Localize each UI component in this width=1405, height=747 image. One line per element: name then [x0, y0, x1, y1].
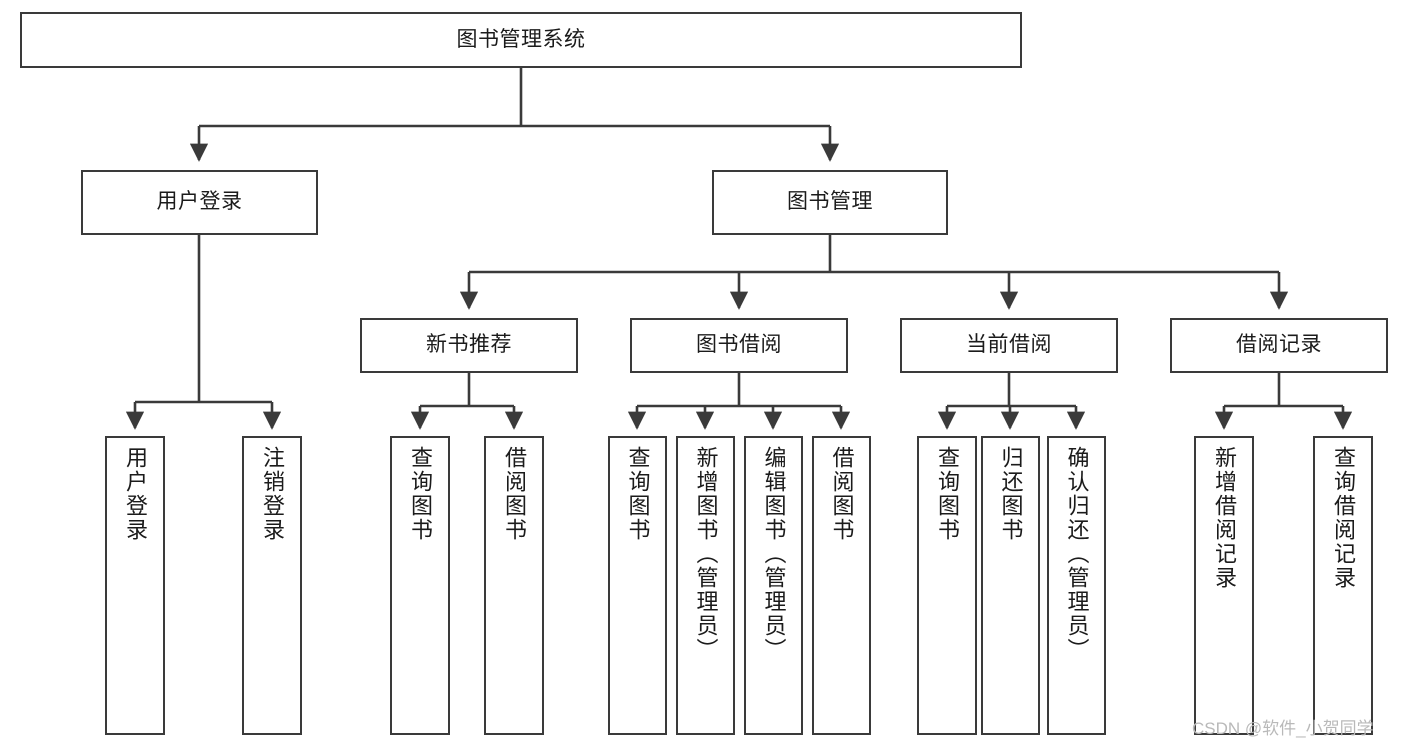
node-leaf-9-label: 归还图书 [998, 446, 1024, 542]
node-leaf-0[interactable]: 用户登录 [105, 436, 165, 735]
node-level3-2[interactable]: 当前借阅 [900, 318, 1118, 373]
node-leaf-6[interactable]: 编辑图书（管理员） [744, 436, 803, 735]
node-level3-2-label: 当前借阅 [966, 333, 1052, 357]
node-leaf-4-label: 查询图书 [625, 446, 651, 542]
node-level3-0-label: 新书推荐 [426, 333, 512, 357]
node-root-label: 图书管理系统 [456, 27, 586, 51]
node-leaf-5-label: 新增图书（管理员） [693, 446, 719, 662]
node-leaf-11-label: 新增借阅记录 [1212, 446, 1237, 590]
node-leaf-7-label: 借阅图书 [829, 446, 855, 542]
node-leaf-8[interactable]: 查询图书 [917, 436, 977, 735]
node-level3-0[interactable]: 新书推荐 [360, 318, 578, 373]
node-leaf-10[interactable]: 确认归还（管理员） [1047, 436, 1106, 735]
node-leaf-11[interactable]: 新增借阅记录 [1194, 436, 1254, 735]
node-level2-1[interactable]: 图书管理 [712, 170, 948, 235]
node-leaf-0-label: 用户登录 [123, 446, 148, 542]
node-level2-0[interactable]: 用户登录 [81, 170, 318, 235]
node-leaf-6-label: 编辑图书（管理员） [761, 446, 787, 662]
node-leaf-9[interactable]: 归还图书 [981, 436, 1040, 735]
node-level2-1-label: 图书管理 [787, 190, 873, 214]
node-leaf-12[interactable]: 查询借阅记录 [1313, 436, 1373, 735]
node-leaf-3[interactable]: 借阅图书 [484, 436, 544, 735]
node-leaf-8-label: 查询图书 [935, 446, 960, 542]
node-leaf-10-label: 确认归还（管理员） [1064, 446, 1090, 662]
node-leaf-5[interactable]: 新增图书（管理员） [676, 436, 735, 735]
watermark: CSDN @软件_小贺同学 [1192, 719, 1374, 738]
node-level3-3-label: 借阅记录 [1236, 333, 1322, 357]
node-leaf-2[interactable]: 查询图书 [390, 436, 450, 735]
node-leaf-3-label: 借阅图书 [502, 446, 527, 542]
node-level2-0-label: 用户登录 [156, 190, 243, 214]
node-leaf-1[interactable]: 注销登录 [242, 436, 302, 735]
node-leaf-2-label: 查询图书 [408, 446, 433, 542]
node-leaf-12-label: 查询借阅记录 [1331, 446, 1356, 590]
node-level3-3[interactable]: 借阅记录 [1170, 318, 1388, 373]
node-level3-1[interactable]: 图书借阅 [630, 318, 848, 373]
node-leaf-4[interactable]: 查询图书 [608, 436, 667, 735]
node-level3-1-label: 图书借阅 [696, 333, 782, 357]
node-leaf-1-label: 注销登录 [260, 446, 285, 542]
node-root[interactable]: 图书管理系统 [20, 12, 1022, 68]
node-leaf-7[interactable]: 借阅图书 [812, 436, 871, 735]
